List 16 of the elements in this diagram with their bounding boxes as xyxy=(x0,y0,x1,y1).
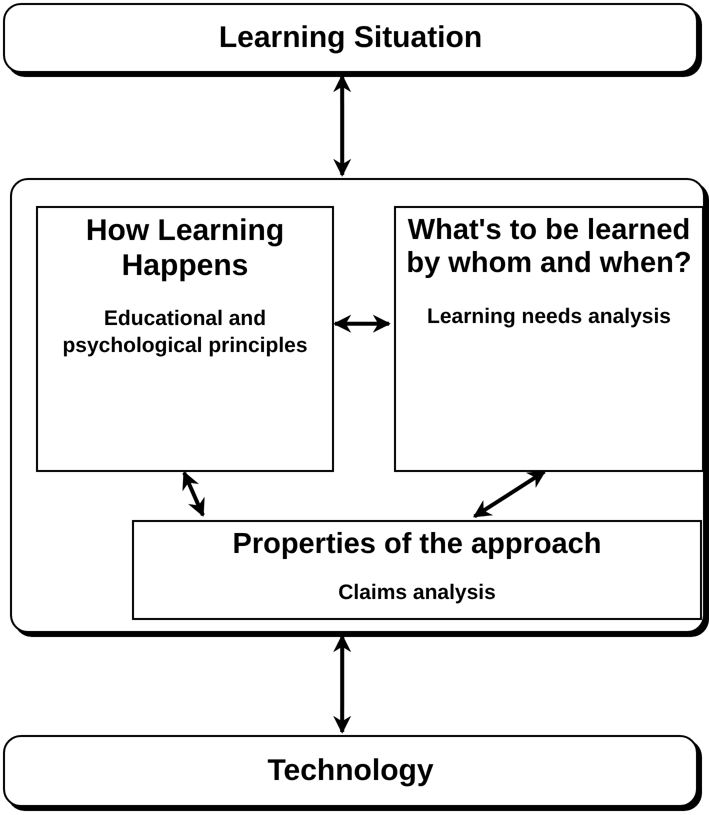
box-text: Claims analysis xyxy=(338,580,496,606)
box-heading: Technology xyxy=(267,754,434,788)
double-arrow xyxy=(333,314,391,333)
double-arrow xyxy=(182,471,205,517)
process-box xyxy=(394,206,704,472)
box-text: Educational and psychological principles xyxy=(61,306,309,360)
double-arrow xyxy=(333,634,352,734)
process-box xyxy=(132,520,702,620)
box-heading: Properties of the approach xyxy=(232,528,602,562)
process-box xyxy=(36,206,334,472)
box-heading: Learning Situation xyxy=(218,20,482,56)
double-arrow xyxy=(473,470,546,518)
box-text: Learning needs analysis xyxy=(427,304,671,330)
double-arrow xyxy=(333,74,352,177)
box-heading: How Learning Happens xyxy=(84,214,286,283)
box-heading: What's to be learned by whom and when? xyxy=(405,214,693,281)
